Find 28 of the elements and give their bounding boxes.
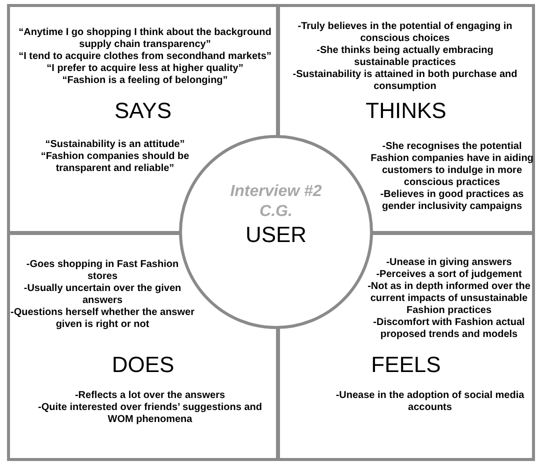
quadrant-heading: DOES	[112, 353, 174, 377]
note-text: -Questions herself whether the answer given is right or not	[10, 307, 195, 331]
note-text: -Reflects a lot over the answers	[74, 390, 226, 402]
quadrant-heading: THINKS	[366, 99, 446, 123]
note-text: -She thinks being actually embracing sustainable practices	[316, 45, 494, 69]
note-text: -Not as in depth informed over the current impacts of unsustainable Fashion practices	[366, 281, 532, 317]
note-text: -Unease in giving answers	[386, 257, 512, 269]
note-text: “I tend to acquire clothes from secondhand markets”	[18, 51, 272, 63]
note-text: -Truly believes in the potential of engaging in conscious choices	[296, 21, 514, 45]
note-text: “Fashion companies should be transparent and reliable”	[40, 151, 190, 175]
user-heading: USER	[245, 222, 307, 248]
note-text: “Anytime I go shopping I think about the background supply chain transparency”	[18, 27, 272, 51]
note-text: -Sustainability is attained in both purchase and consumption	[292, 69, 518, 93]
note-text: -Discomfort with Fashion actual proposed trends and models	[372, 317, 526, 341]
quadrant-heading: FEELS	[371, 353, 441, 377]
note-text: -She recognises the potential Fashion companies have in aiding customers to indulge in more conscious practices	[370, 141, 534, 189]
interview-label: Interview #2	[230, 182, 322, 202]
note-text: -Believes in good practices as gender inclusivity campaigns	[379, 189, 525, 213]
note-text: “Sustainability is an attitude”	[45, 139, 185, 151]
note-text: “Fashion is a feeling of belonging”	[62, 75, 228, 87]
quadrant-heading: SAYS	[114, 99, 172, 123]
note-text: -Perceives a sort of judgement	[376, 269, 522, 281]
note-text: -Goes shopping in Fast Fashion stores	[25, 259, 180, 283]
note-text: -Usually uncertain over the given answers	[22, 283, 182, 307]
interview-label: C.G.	[260, 202, 292, 222]
note-text: -Quite interested over friends’ suggestions and WOM phenomena	[37, 402, 263, 426]
note-text: “I prefer to acquire less at higher quality”	[46, 63, 244, 75]
note-text: -Unease in the adoption of social media accounts	[334, 390, 526, 414]
